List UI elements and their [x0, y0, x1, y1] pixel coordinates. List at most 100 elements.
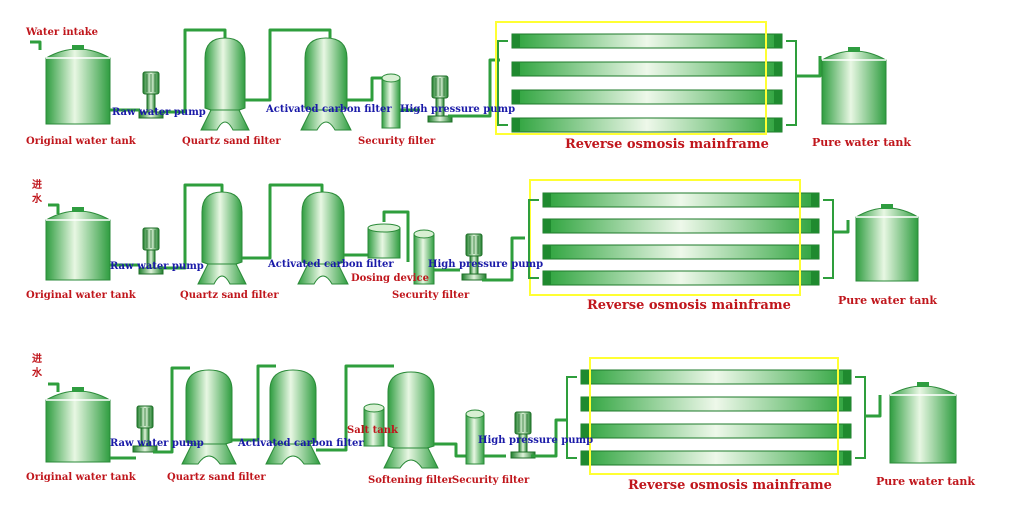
membrane-tube [542, 270, 820, 286]
row3-softening-filter-label: Softening filter [368, 475, 454, 486]
row3-quartz-sand-filter [181, 369, 237, 465]
vessel-body [204, 37, 246, 113]
row2-original-water-tank-label: Original water tank [26, 290, 136, 301]
membrane-endcap [543, 193, 551, 207]
pump-base [138, 267, 164, 275]
membrane-tube [511, 33, 783, 49]
row2-high-pressure-pump [461, 233, 487, 281]
row3-pure-water-tank-label: Pure water tank [876, 475, 976, 488]
cartridge-top [381, 73, 401, 83]
row2-pure-water-tank-label: Pure water tank [838, 294, 938, 307]
vessel-body [301, 191, 345, 267]
vessel-stand [197, 263, 247, 285]
ro-outlet-manifold [823, 199, 834, 279]
membrane-endcap [811, 219, 819, 233]
vessel-body [387, 371, 435, 451]
row1-ro-bank [495, 21, 797, 135]
tank-cap [917, 382, 929, 387]
cartridge-top [465, 409, 485, 419]
membrane-endcap [774, 62, 782, 76]
membrane-endcap [581, 451, 589, 465]
cartridge-body [381, 77, 401, 129]
pump-base [461, 273, 487, 281]
ro-inlet-manifold [528, 199, 539, 279]
row2-security-filter [413, 229, 435, 285]
row3-original-water-tank-label: Original water tank [26, 472, 136, 483]
row3-security-filter [465, 409, 485, 465]
membrane-endcap [843, 397, 851, 411]
row3-salt-tank-label: Salt tank [347, 425, 398, 436]
membrane-tube [511, 61, 783, 77]
row3-activated-carbon-filter-label: Activated carbon filter [238, 438, 364, 449]
membrane-endcap [774, 34, 782, 48]
ro-frame [495, 21, 767, 135]
vessel-stand [265, 443, 321, 465]
vessel-stand [300, 109, 352, 131]
row1-pipe-sand-carbon [245, 28, 332, 102]
row1-original-water-tank [45, 45, 111, 125]
row3-pipe-carbon-softener [316, 364, 394, 452]
row1-activated-carbon-filter [300, 37, 352, 131]
row2-pipe-ro-pure [833, 220, 850, 234]
row2-high-pressure-pump-label: High pressure pump [428, 259, 544, 270]
row3-water-inlet-label: 进水 [32, 354, 42, 379]
membrane-endcap [543, 245, 551, 259]
row1-security-filter-label: Security filter [358, 136, 436, 147]
row2-pipe-sand-carbon [242, 183, 324, 260]
row1-ro-mainframe-label: Reverse osmosis mainframe [565, 137, 769, 152]
tank-body [889, 385, 957, 464]
ro-outlet-manifold [786, 40, 797, 126]
row3-ro-mainframe-label: Reverse osmosis mainframe [628, 478, 832, 493]
tank-cap [72, 387, 84, 392]
row1-high-pressure-pump-label: High pressure pump [400, 104, 516, 115]
row3-activated-carbon-filter [265, 369, 321, 465]
tank-body [45, 390, 111, 463]
membrane-tube [542, 218, 820, 234]
vessel-body [201, 191, 243, 267]
row3-salt-tank [363, 403, 385, 447]
membrane-endcap [512, 90, 520, 104]
membrane-endcap [811, 245, 819, 259]
membrane-tube [542, 192, 820, 208]
pump-base [132, 445, 158, 453]
membrane-tube [580, 396, 852, 412]
row3-pipe-softener-security [434, 442, 466, 458]
membrane-tube [580, 450, 852, 466]
tank-cap [881, 204, 893, 209]
membrane-endcap [811, 193, 819, 207]
ro-frame [589, 357, 839, 475]
row2-pipe-pump-sand [159, 183, 224, 270]
row1-security-filter [381, 73, 401, 129]
membrane-tube [542, 244, 820, 260]
tank-cap [72, 45, 84, 50]
row3-pipe-hp-ro [531, 418, 566, 458]
row1-activated-carbon-filter-label: Activated carbon filter [266, 104, 392, 115]
row1-water-intake-label: Water intake [26, 27, 99, 38]
membrane-tube [511, 117, 783, 133]
row2-activated-carbon-filter-label: Activated carbon filter [268, 259, 394, 270]
vessel-body [304, 37, 348, 113]
row2-inlet-pipe [48, 203, 60, 214]
row3-original-water-tank [45, 387, 111, 463]
row3-pure-water-tank [889, 382, 957, 464]
row2-dosing-device-label: Dosing device [351, 273, 429, 284]
row3-raw-water-pump [132, 405, 158, 453]
membrane-endcap [512, 34, 520, 48]
membrane-tube [580, 423, 852, 439]
row2-security-filter-label: Security filter [392, 290, 470, 301]
tank-body [45, 48, 111, 125]
ro-inlet-manifold [497, 40, 508, 126]
row1-raw-water-pump-label: Raw water pump [112, 107, 206, 118]
pump-base [138, 111, 164, 119]
membrane-endcap [581, 397, 589, 411]
row1-pipe-carbon-security [347, 76, 382, 102]
row2-dosing-device [367, 223, 401, 259]
row1-pure-water-tank [821, 47, 887, 125]
row1-quartz-sand-filter [200, 37, 250, 131]
ro-inlet-manifold [566, 376, 577, 459]
vessel-stand [181, 443, 237, 465]
vessel-stand [383, 447, 439, 469]
row3-high-pressure-pump-label: High pressure pump [478, 435, 594, 446]
row2-raw-water-pump [138, 227, 164, 275]
